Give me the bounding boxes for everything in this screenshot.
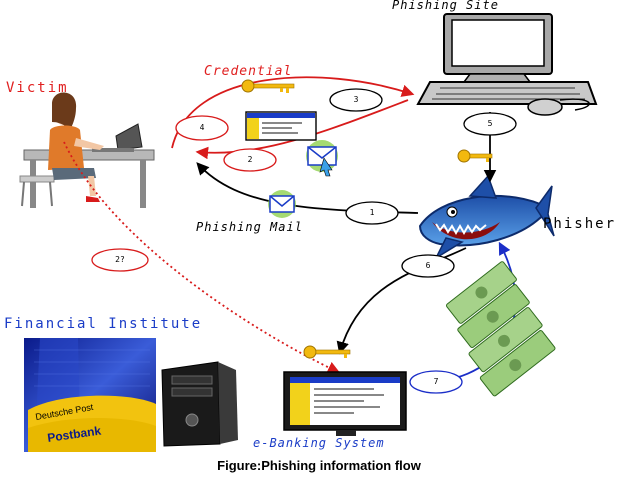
victim-illustration	[19, 92, 155, 208]
step-number-2: 2	[247, 155, 253, 164]
step-number-1: 1	[369, 208, 375, 217]
mail-icon-step1	[268, 190, 296, 218]
step-circle-2	[223, 148, 277, 172]
victim-label: Victim	[6, 80, 69, 96]
phishing-mail-label: Phishing Mail	[196, 220, 303, 234]
step-circle-6	[401, 254, 455, 278]
step-number-2q: 2?	[115, 255, 125, 264]
step-circle-7	[409, 370, 463, 394]
phishing-site-computer	[416, 13, 598, 116]
step-number-3: 3	[353, 95, 359, 104]
step-number-5: 5	[487, 119, 493, 128]
step-number-6: 6	[425, 261, 431, 270]
flow-arrow-6	[336, 247, 467, 355]
ebanking-system-label: e-Banking System	[253, 436, 385, 450]
server-tower	[161, 361, 238, 447]
credential-key-icon	[241, 79, 295, 93]
step-number-7: 7	[433, 377, 439, 386]
phishing-site-label: Phishing Site	[392, 0, 499, 12]
financial-institute-label: Financial Institute	[4, 316, 203, 332]
step-circle-2q	[91, 248, 149, 272]
flow-arrow-2q	[63, 141, 341, 374]
fake-webpage-icon	[245, 111, 317, 141]
key-icon-step5	[457, 149, 493, 163]
mail-icon-step2	[306, 140, 338, 177]
credential-label: Credential	[204, 64, 293, 79]
money-icon	[446, 261, 556, 397]
bank-building-photo	[24, 338, 156, 452]
step-circle-5	[463, 112, 517, 136]
ebanking-monitor	[283, 371, 407, 436]
step-circle-3	[329, 88, 383, 112]
step-circle-4	[175, 115, 229, 141]
step-number-4: 4	[199, 123, 205, 132]
phisher-shark	[418, 174, 555, 261]
phisher-label: Phisher	[543, 216, 617, 232]
key-icon-step6	[303, 345, 351, 359]
step-circle-1	[345, 201, 399, 225]
figure-caption: Figure:Phishing information flow	[217, 458, 421, 473]
